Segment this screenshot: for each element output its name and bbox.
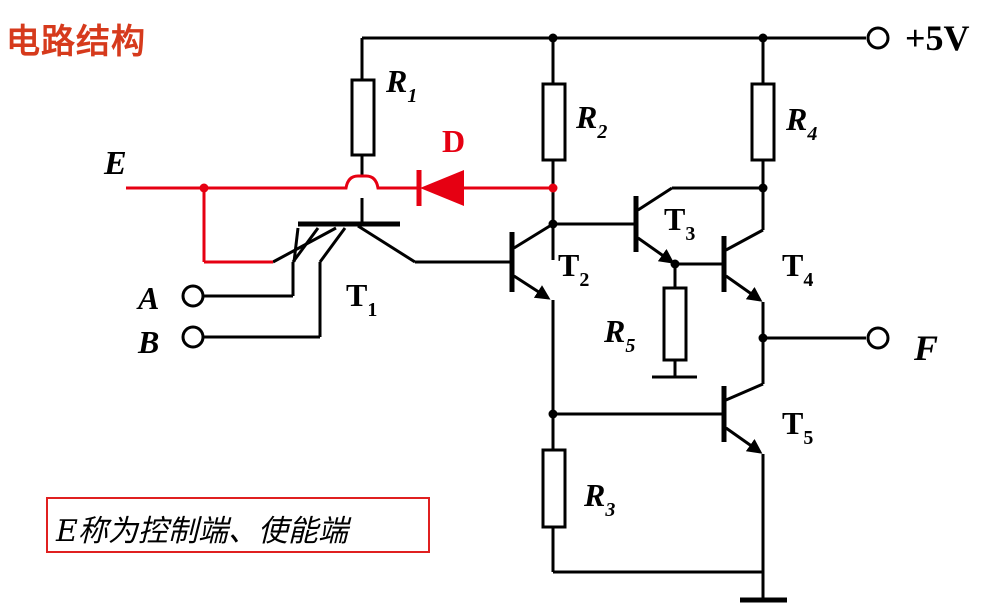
t4-label: T4 — [782, 247, 813, 291]
diode-label: D — [442, 123, 465, 159]
t2-label: T2 — [558, 247, 589, 291]
enable-path — [126, 174, 553, 264]
t1-label: T1 — [346, 277, 377, 321]
r5-label: R5 — [603, 313, 635, 357]
resistor-r1 — [350, 78, 376, 157]
r4-label: R4 — [785, 101, 817, 145]
terminal-input-b — [181, 325, 205, 349]
terminals — [181, 26, 890, 350]
page-title: 电路结构 — [6, 22, 146, 62]
resistor-r2 — [541, 82, 567, 162]
terminal-supply — [866, 26, 890, 50]
resistor-r3 — [541, 448, 567, 529]
diode-d — [416, 170, 464, 206]
supply-label: +5V — [905, 18, 970, 58]
r1-label: R1 — [385, 63, 417, 107]
junctions — [199, 33, 768, 419]
r2-label: R2 — [575, 99, 607, 143]
r3-label: R3 — [583, 477, 615, 521]
resistors — [350, 78, 776, 529]
resistor-r4 — [750, 82, 776, 162]
input-a-label: A — [136, 280, 159, 316]
terminal-output-f — [866, 326, 890, 350]
t3-label: T3 — [664, 201, 695, 245]
t5-label: T5 — [782, 405, 813, 449]
input-b-label: B — [137, 324, 159, 360]
wires — [204, 36, 866, 603]
resistor-r5 — [662, 286, 688, 362]
enable-label: E — [103, 145, 127, 182]
note-text: E称为控制端、使能端 — [56, 514, 348, 549]
output-f-label: F — [913, 328, 938, 368]
note-box — [46, 497, 430, 553]
terminal-input-a — [181, 284, 205, 308]
